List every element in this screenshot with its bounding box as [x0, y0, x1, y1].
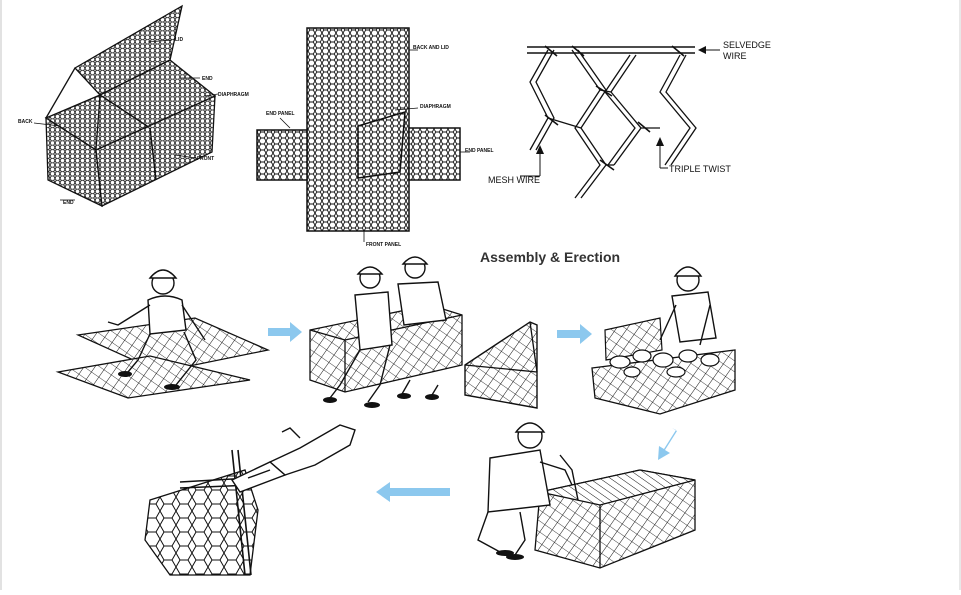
worker-unfold-icon [55, 269, 271, 399]
label-end-bottom: END [63, 200, 74, 206]
label-end-panel-right: END PANEL [465, 148, 494, 154]
unfolded-panel-icon: BACK AND LID DIAPHRAGM END PANEL END PAN… [256, 27, 494, 248]
label-triple-twist: TRIPLE TWIST [669, 164, 731, 174]
label-diaphragm: DIAPHRAGM [218, 92, 249, 98]
label-unfolded-diaphragm: DIAPHRAGM [420, 104, 451, 110]
wire-tie-icon [144, 424, 356, 576]
gabion-end-icon [464, 321, 538, 409]
label-front-panel: FRONT PANEL [366, 242, 401, 248]
gabion-box-icon: LID END DIAPHRAGM BACK FRONT END [18, 4, 249, 208]
label-back: BACK [18, 119, 33, 125]
label-selvedge-line1: SELVEDGE [723, 40, 771, 50]
label-end-top: END [202, 76, 213, 82]
label-selvedge-line2: WIRE [723, 51, 747, 61]
arrow-step3-to-step4 [658, 428, 677, 460]
right-border [959, 0, 961, 590]
mesh-detail-icon: SELVEDGE WIRE TRIPLE TWIST MESH WIRE [488, 40, 771, 199]
left-border [0, 0, 2, 590]
label-front: FRONT [197, 156, 214, 162]
section-heading: Assembly & Erection [480, 249, 620, 265]
arrow-step4-to-step5 [376, 482, 450, 502]
label-lid: LID [175, 37, 183, 43]
arrow-step1-to-step2 [268, 322, 302, 342]
label-mesh-wire: MESH WIRE [488, 175, 540, 185]
arrow-step2-to-step3 [557, 324, 592, 344]
workers-assemble-icon [309, 256, 463, 408]
worker-fill-icon [591, 266, 736, 415]
label-end-panel-left: END PANEL [266, 111, 295, 117]
label-back-and-lid: BACK AND LID [413, 45, 449, 51]
worker-close-icon [477, 422, 696, 569]
